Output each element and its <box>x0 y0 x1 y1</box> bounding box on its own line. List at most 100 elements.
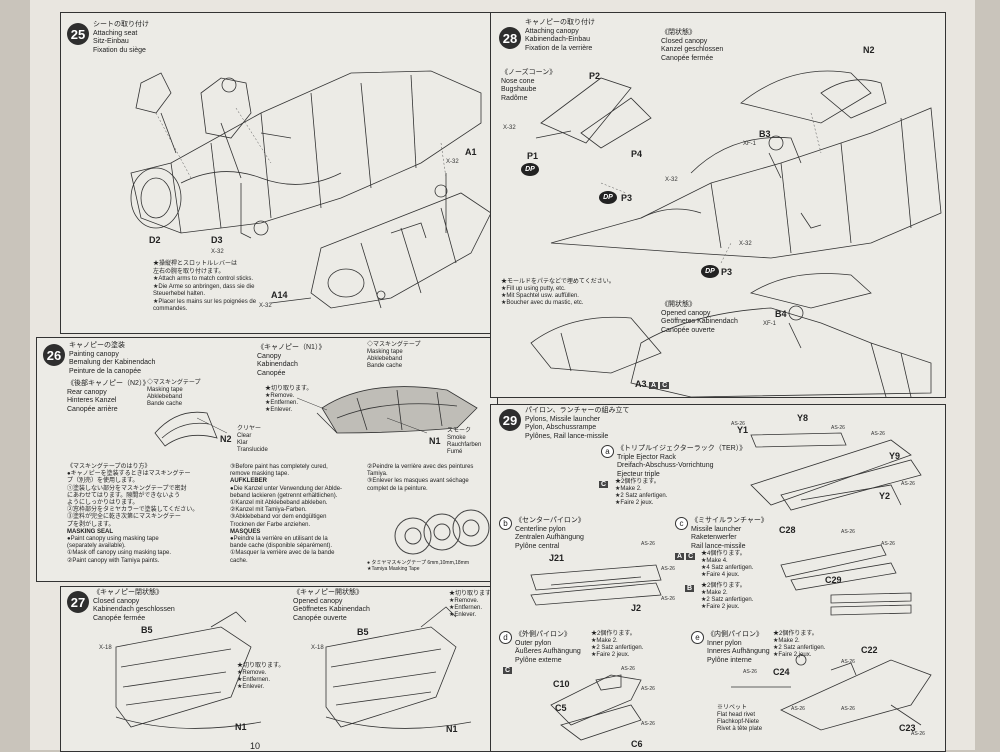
canopy-paint-drawing <box>154 386 490 555</box>
part-label: D2 <box>149 235 161 245</box>
sub-step-c: c <box>675 517 688 530</box>
cut-note-right: ★切り取ります。★Remove.★Entfernen.★Enlever. <box>449 591 497 618</box>
dp-mark: DP <box>701 265 719 278</box>
part-label: X-18 <box>311 645 324 651</box>
part-label: P3 <box>721 267 733 277</box>
tamiya-tape-caption: ● タミヤマスキングテープ 6mm,10mm,18mm★Tamiya Maski… <box>367 560 470 572</box>
masking-instructions-col1: 《マスキングテープのはり方》●キャノピーを塗装するときはマスキングテープ（別売）… <box>67 464 199 564</box>
part-label: X-32 <box>739 241 752 247</box>
part-tree-box: C <box>503 667 513 674</box>
fuselage-seat-drawing <box>130 70 492 309</box>
part-label: C28 <box>779 525 796 535</box>
part-label: D3 <box>211 235 223 245</box>
as26-label: AS-26 <box>641 541 655 547</box>
sub-step-b: b <box>499 517 512 530</box>
cut-note: ★切り取ります。★Remove.★Entfernen.★Enlever. <box>265 386 313 413</box>
part-label: XF-1 <box>743 141 757 147</box>
sub-step-a: a <box>601 445 614 458</box>
part-label: N1 <box>235 722 247 732</box>
part-label: C23 <box>899 723 916 733</box>
step-number: 28 <box>499 27 521 49</box>
part-label: Y8 <box>797 413 809 423</box>
part-label: A14 <box>271 290 288 300</box>
step-number: 25 <box>67 23 89 45</box>
part-label: P4 <box>631 149 643 159</box>
part-label: X-32 <box>665 177 678 183</box>
part-label: X-32 <box>503 125 516 131</box>
sub-step-e: e <box>691 631 704 644</box>
part-label: N2 <box>220 434 232 444</box>
as26-label: AS-26 <box>621 666 635 672</box>
part-label: N1 <box>429 436 441 446</box>
canopy-frame-drawing <box>115 606 472 729</box>
part-label: X-32 <box>211 249 224 255</box>
part-label: C24 <box>773 667 790 677</box>
part-label: B5 <box>357 627 369 637</box>
outer-make-note: ★2個作ります。★Make 2.★2 Satz anfertigen.★Fair… <box>591 631 644 658</box>
part-label: C22 <box>861 645 878 655</box>
part-label: P3 <box>621 193 633 203</box>
dp-mark: DP <box>599 191 617 204</box>
as26-label: AS-26 <box>661 596 675 602</box>
as26-label: AS-26 <box>841 529 855 535</box>
part-label: B3 <box>759 129 771 139</box>
part-label: C6 <box>631 739 643 749</box>
as26-label: AS-26 <box>743 669 757 675</box>
part-label: Y1 <box>737 425 749 435</box>
part-label: C29 <box>825 575 842 585</box>
make-note: C ★2個作ります。★Make 2.★2 Satz anfertigen.★Fa… <box>599 479 668 506</box>
as26-label: AS-26 <box>841 706 855 712</box>
part-label: Y9 <box>889 451 901 461</box>
as26-label: AS-26 <box>871 431 885 437</box>
as26-label: AS-26 <box>901 481 915 487</box>
as26-label: AS-26 <box>641 721 655 727</box>
step-number: 27 <box>67 591 89 613</box>
part-label: N1 <box>446 724 458 734</box>
part-label: A1 <box>465 147 477 157</box>
part-label: N2 <box>863 45 875 55</box>
canopy-attach-drawing <box>530 70 942 397</box>
step-note: ★操縦桿とスロットルレバーは左右の腕を取り付けます。★Attach arms t… <box>153 261 257 312</box>
pylon-assembly-drawing: AS-26 AS-26 AS-26 AS-26 AS-26 AS-26 AS-2… <box>530 421 932 741</box>
part-label: J2 <box>631 603 642 613</box>
part-label: X-32 <box>446 159 459 165</box>
part-label: X-18 <box>99 645 112 651</box>
sub-step-d: d <box>499 631 512 644</box>
step-number: 29 <box>499 409 521 431</box>
part-label: C10 <box>553 679 570 689</box>
as26-label: AS-26 <box>911 731 925 737</box>
make2-note: B ★2個作ります。★Make 2.★2 Satz anfertigen.★Fa… <box>685 583 754 610</box>
as26-label: AS-26 <box>641 686 655 692</box>
putty-note: ★モールドをパテなどで埋めてください。★Fill up using putty,… <box>501 279 615 306</box>
part-label: XF-1 <box>763 321 777 327</box>
as26-label: AS-26 <box>791 706 805 712</box>
part-label: J21 <box>549 553 565 563</box>
step-number: 26 <box>43 344 65 366</box>
dp-mark: DP <box>521 163 539 176</box>
